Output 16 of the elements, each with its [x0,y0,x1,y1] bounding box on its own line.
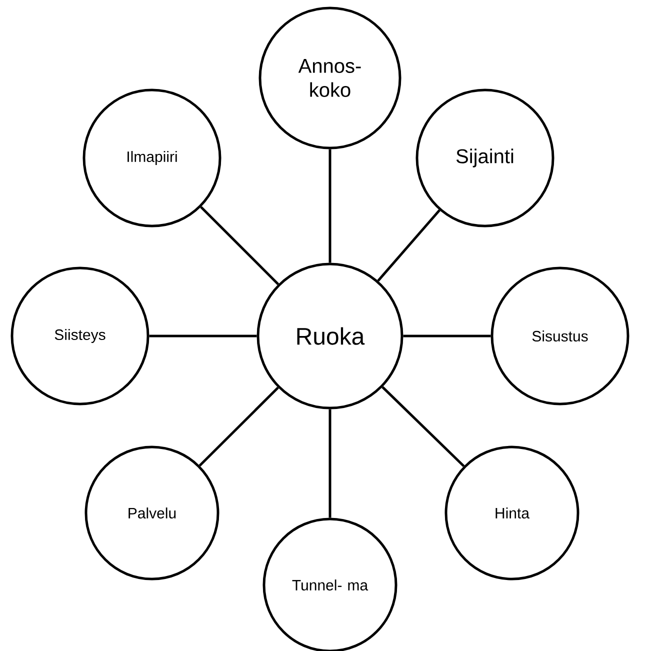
connector-line [149,334,257,338]
connector-line [328,149,332,263]
connector-line [382,386,465,468]
circle-node: Ilmapiiri [82,88,222,228]
circle-node: Annos- koko [258,6,402,150]
circle-node: Sijainti [416,88,554,228]
connector-line [200,206,280,286]
connector-line [328,409,332,518]
circle-node: Sisustus [490,266,630,406]
circle-node: Siisteys [10,266,150,406]
circle-node: Hinta [444,446,580,580]
circle-node: Ruoka [256,262,404,410]
circle-node: Palvelu [84,446,220,580]
connector-line [377,209,440,282]
connector-line [403,334,491,338]
connector-line [198,386,279,466]
